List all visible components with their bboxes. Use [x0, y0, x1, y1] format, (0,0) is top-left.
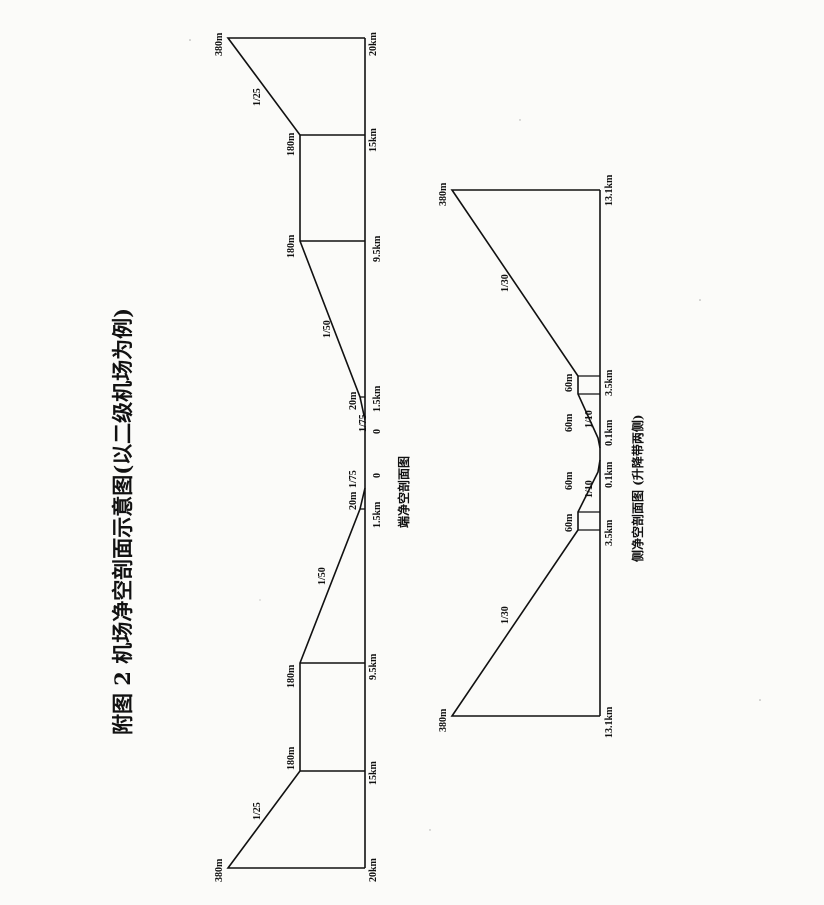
side-right-outline: [450, 189, 601, 449]
end-label-15km-inner-left: 1.5km: [372, 501, 383, 528]
side-left-outline: [450, 459, 601, 717]
end-label-slope-150-right: 1/50: [322, 320, 333, 338]
end-right-outline: [226, 37, 366, 421]
end-label-180m-d: 180m: [286, 132, 297, 156]
end-label-15km-right: 15km: [368, 127, 379, 152]
end-left-outline: [226, 487, 366, 869]
end-profile-caption: 端净空剖面图: [396, 456, 411, 528]
side-profile-caption: 侧净空剖面图 (升降带两侧): [630, 414, 645, 562]
end-label-slope-125-left: 1/25: [252, 802, 263, 820]
end-clearance-profile: 380m 380m 1/25 1/25 180m 180m 180m 180m …: [214, 31, 411, 882]
end-label-180m-b: 180m: [286, 664, 297, 688]
end-label-20m-right: 20m: [348, 391, 359, 410]
end-label-380m-right: 380m: [214, 32, 225, 56]
end-label-95km-right: 9.5km: [372, 235, 383, 262]
page-title: 附图 2 机场净空剖面示意图(以二级机场为例): [110, 308, 135, 735]
side-label-01km-left: 0.1km: [604, 461, 615, 488]
end-label-0-left: 0: [372, 473, 383, 478]
end-label-95km-left: 9.5km: [368, 653, 379, 680]
end-label-0-right: 0: [372, 429, 383, 434]
side-clearance-profile: 380m 380m 1/30 1/30 60m 60m 60m 60m 1/10…: [438, 174, 645, 738]
side-label-60m-c: 60m: [564, 413, 575, 432]
side-label-131km-left: 13.1km: [604, 706, 615, 738]
side-label-60m-d: 60m: [564, 373, 575, 392]
side-label-35km-right: 3.5km: [604, 369, 615, 396]
end-label-15km-inner-right: 1.5km: [372, 385, 383, 412]
end-label-180m-c: 180m: [286, 234, 297, 258]
side-label-01km-right: 0.1km: [604, 419, 615, 446]
end-label-slope-175-right: 1/75: [358, 414, 369, 432]
end-label-380m-left: 380m: [214, 858, 225, 882]
end-label-20km-right: 20km: [368, 31, 379, 56]
side-label-slope-110-right: 1/10: [584, 410, 595, 428]
end-label-20m-left: 20m: [348, 491, 359, 510]
side-label-slope-110-left: 1/10: [584, 480, 595, 498]
side-label-380m-left: 380m: [438, 708, 449, 732]
side-label-60m-b: 60m: [564, 471, 575, 490]
end-label-slope-175-left: 1/75: [348, 470, 359, 488]
scan-noise: [189, 39, 761, 831]
end-label-180m-a: 180m: [286, 746, 297, 770]
side-label-slope-130-left: 1/30: [500, 606, 511, 624]
side-label-380m-right: 380m: [438, 182, 449, 206]
side-label-60m-a: 60m: [564, 513, 575, 532]
side-label-35km-left: 3.5km: [604, 519, 615, 546]
side-label-slope-130-right: 1/30: [500, 274, 511, 292]
end-label-15km-left: 15km: [368, 760, 379, 785]
side-label-131km-right: 13.1km: [604, 174, 615, 206]
end-label-slope-150-left: 1/50: [317, 567, 328, 585]
end-label-20km-left: 20km: [368, 857, 379, 882]
end-label-slope-125-right: 1/25: [252, 88, 263, 106]
